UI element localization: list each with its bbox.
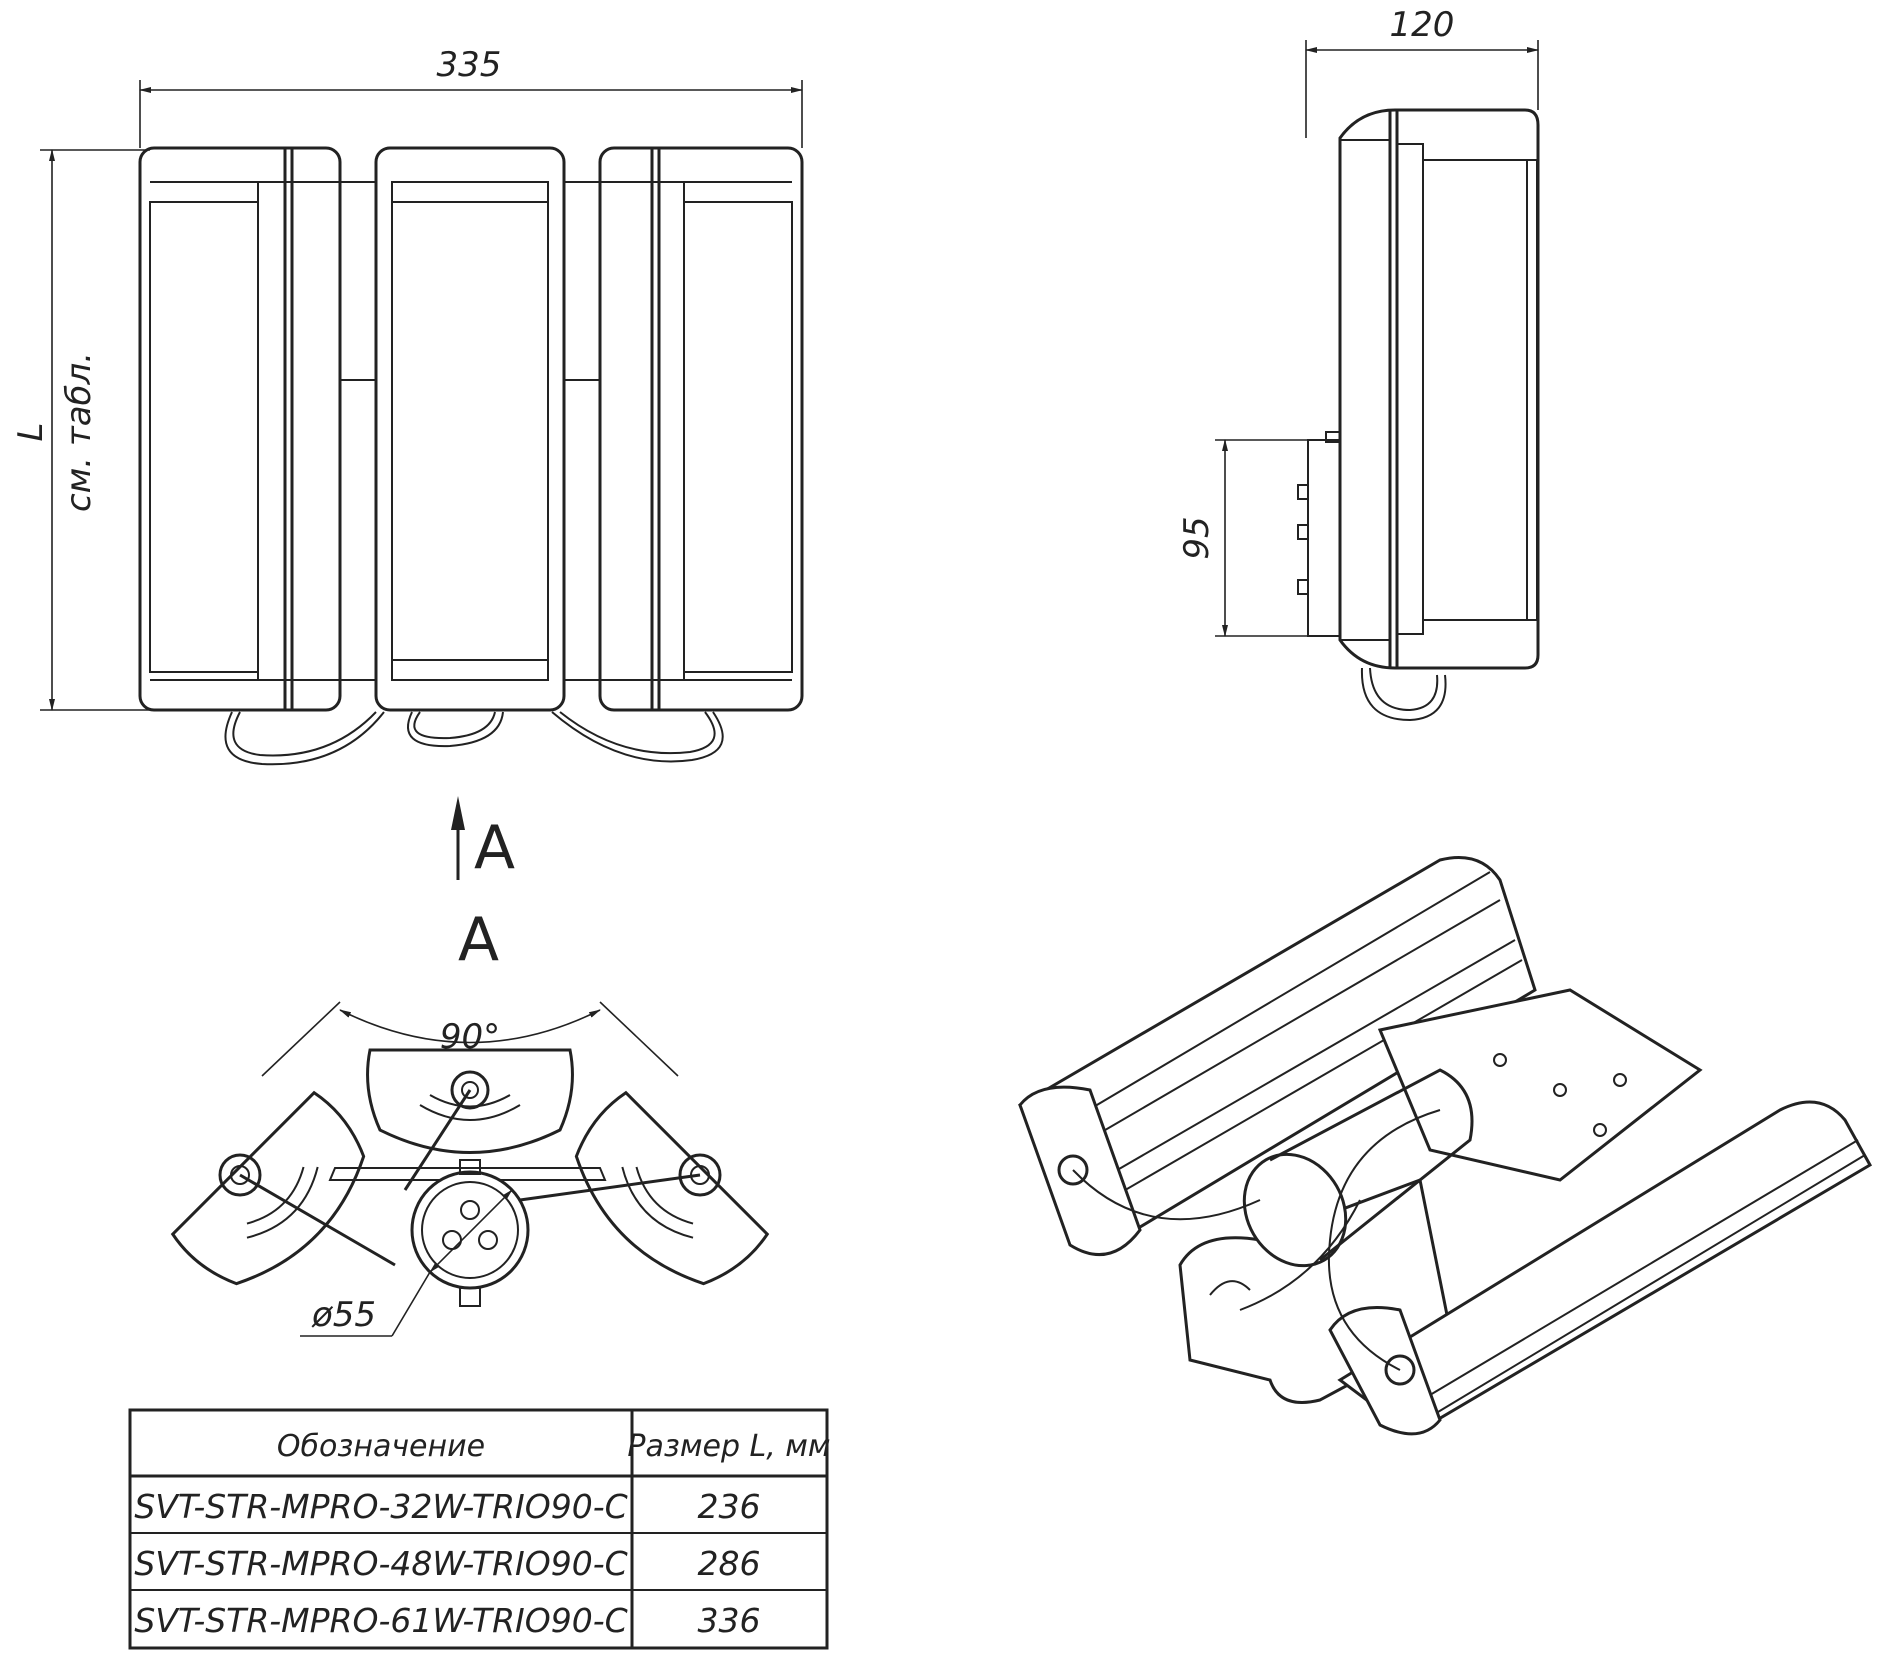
right-connector <box>563 181 601 681</box>
cables-front <box>224 711 724 766</box>
center-module <box>374 146 566 712</box>
table-row-3-designation: SVT-STR-MPRO-61W-TRIO90-C <box>134 1601 627 1640</box>
right-plate <box>574 1090 770 1286</box>
diameter-value: ø55 <box>311 1295 376 1335</box>
table-row-3-size: 336 <box>698 1601 761 1640</box>
table-row-1-designation: SVT-STR-MPRO-32W-TRIO90-C <box>134 1487 627 1526</box>
bracket <box>1307 439 1341 637</box>
height-value: 95 <box>1177 516 1217 559</box>
length-note: см. табл. <box>59 352 99 512</box>
left-connector <box>339 181 377 681</box>
length-symbol: L <box>11 423 51 442</box>
depth-value: 120 <box>1390 5 1455 45</box>
left-module <box>138 146 342 712</box>
view-a-title: A <box>458 905 499 975</box>
side-view: 120 95 <box>1177 5 1540 722</box>
width-value: 335 <box>437 45 502 85</box>
table-header-designation: Обозначение <box>277 1429 485 1464</box>
dimension-length: L см. табл. <box>11 149 150 711</box>
view-arrow: A <box>451 796 515 883</box>
table-row-2-designation: SVT-STR-MPRO-48W-TRIO90-C <box>134 1544 627 1583</box>
dimension-width: 335 <box>139 45 803 148</box>
table-header-size: Размер L, мм <box>627 1429 830 1464</box>
front-view: 335 L см. табл. <box>11 45 804 766</box>
right-module <box>598 146 804 712</box>
view-a: A 90° <box>170 905 770 1337</box>
dimension-table: Обозначение Размер L, мм SVT-STR-MPRO-32… <box>128 1408 831 1650</box>
center-plate <box>366 1048 574 1154</box>
view-arrow-label: A <box>474 813 515 883</box>
left-plate <box>170 1090 366 1286</box>
isometric-view <box>1018 856 1873 1436</box>
table-row-1-size: 236 <box>698 1487 761 1526</box>
table-row-2-size: 286 <box>698 1544 761 1583</box>
